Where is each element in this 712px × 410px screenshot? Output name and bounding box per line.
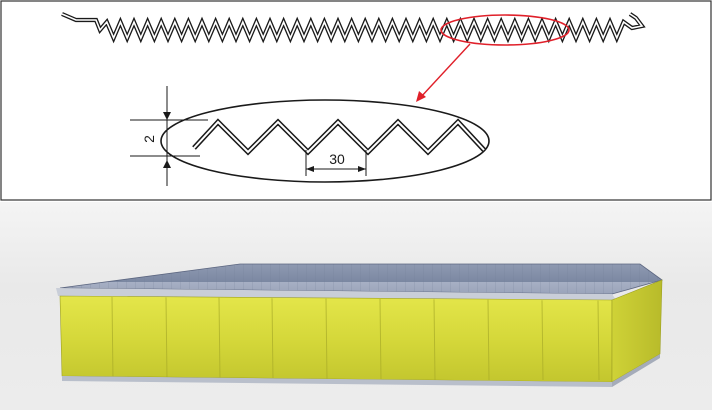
core-seam: [379, 298, 382, 381]
detail-profile-inner: [193, 120, 485, 154]
height-label: 2: [141, 135, 157, 143]
bottom-sheet-side: [612, 354, 660, 387]
bottom-sheet: [62, 376, 612, 387]
height-dimension: 2: [130, 86, 208, 186]
core-seam: [597, 300, 600, 381]
callout-arrow: [416, 43, 471, 102]
core-seam: [541, 300, 544, 381]
pitch-dimension: 30: [305, 150, 367, 176]
sheet-profile: [61, 12, 646, 44]
profile-diagram-panel: 2 30: [0, 0, 712, 202]
sheet-profile-inner: [61, 13, 644, 41]
core-seam: [325, 298, 328, 381]
core-seam: [487, 299, 490, 381]
core-block-seams: [111, 296, 600, 381]
detail-profile: [192, 118, 486, 156]
front-edge: [56, 288, 616, 300]
top-sheet: [59, 263, 663, 295]
core-seam: [433, 299, 436, 381]
core-seam: [218, 297, 221, 381]
callout-ellipse: [440, 14, 570, 46]
panel-photo: [0, 202, 712, 410]
pitch-label: 30: [329, 151, 345, 167]
sandwich-panel-illustration: [56, 263, 663, 387]
core-seam: [165, 297, 168, 381]
detail-ellipse: [160, 99, 490, 183]
profile-diagram: 2 30: [0, 0, 712, 201]
core-seam: [111, 296, 114, 381]
core-seam: [271, 298, 274, 381]
core-side: [611, 279, 663, 383]
insulation-core: [59, 295, 613, 383]
